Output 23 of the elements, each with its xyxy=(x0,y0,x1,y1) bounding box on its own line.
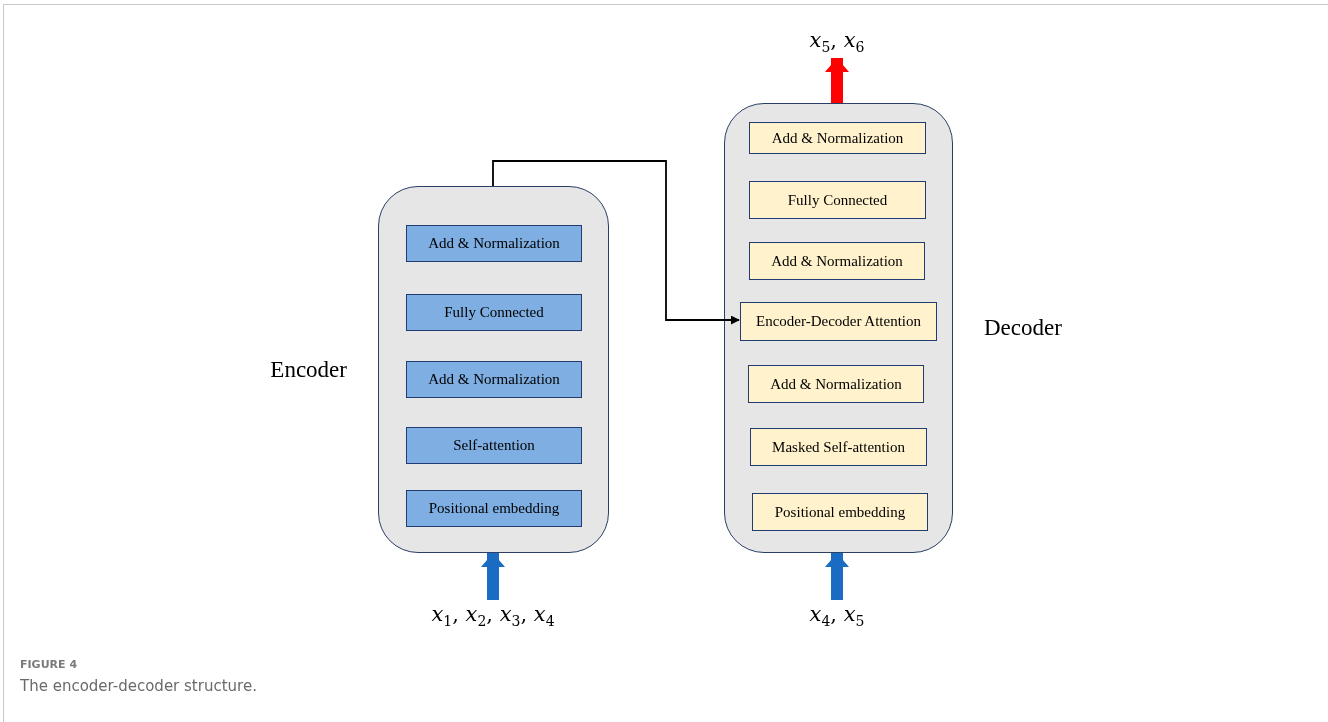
variable-label: x$_{1}$, x$_{2}$, x$_{3}$, x$_{4}$ xyxy=(408,600,578,632)
layer-box: Positional embedding xyxy=(752,493,928,531)
layer-box: Self-attention xyxy=(406,427,582,464)
block-arrow xyxy=(481,553,505,600)
layer-box: Add & Normalization xyxy=(406,225,582,262)
connector-arrow xyxy=(492,160,740,325)
figure-number: FIGURE 4 xyxy=(20,658,78,671)
stack-label: Encoder xyxy=(270,356,347,383)
layer-box: Fully Connected xyxy=(406,294,582,331)
block-arrow xyxy=(825,58,849,103)
block-arrow xyxy=(825,553,849,600)
variable-label: x$_{4}$, x$_{5}$ xyxy=(782,600,892,632)
layer-box: Add & Normalization xyxy=(749,242,925,280)
variable-label: x$_{5}$, x$_{6}$ xyxy=(782,26,892,58)
layer-box: Add & Normalization xyxy=(748,365,924,403)
layer-box: Add & Normalization xyxy=(749,122,926,154)
layer-box: Positional embedding xyxy=(406,490,582,527)
stack-label: Decoder xyxy=(984,315,1062,341)
layer-box: Fully Connected xyxy=(749,181,926,219)
layer-box: Add & Normalization xyxy=(406,361,582,398)
layer-box: Encoder-Decoder Attention xyxy=(740,302,937,341)
figure-caption: The encoder-decoder structure. xyxy=(20,677,257,695)
layer-box: Masked Self-attention xyxy=(750,428,927,466)
